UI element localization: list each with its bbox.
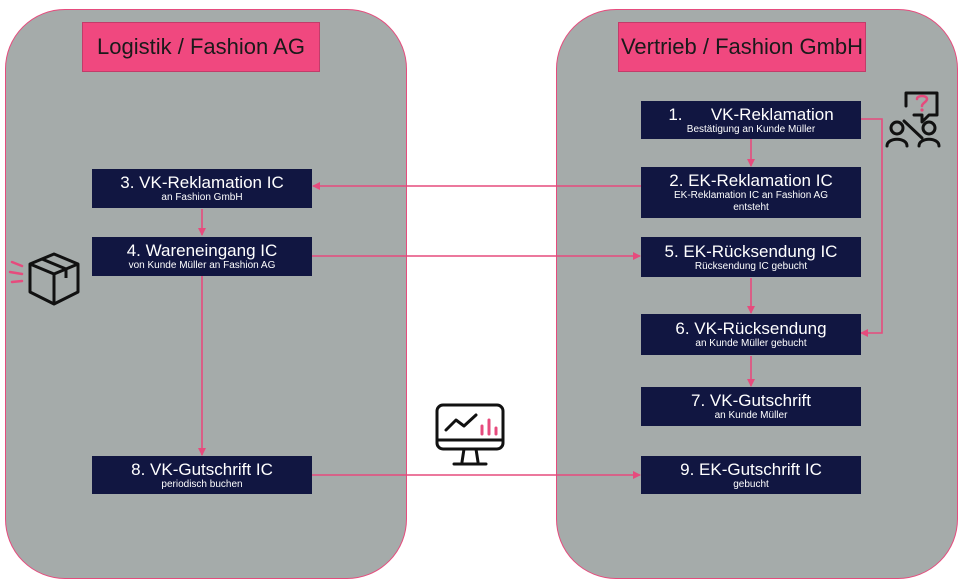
step-5-subtitle: Rücksendung IC gebucht bbox=[694, 260, 808, 272]
step-5-title: 5. EK-Rücksendung IC bbox=[664, 241, 838, 261]
monitor-chart-icon bbox=[435, 403, 505, 466]
package-icon bbox=[8, 252, 80, 306]
step-6-vk-ruecksendung: 6. VK-Rücksendung an Kunde Müller gebuch… bbox=[641, 314, 861, 355]
step-2-title: 2. EK-Reklamation IC bbox=[669, 171, 833, 190]
step-4-wareneingang-ic: 4. Wareneingang IC von Kunde Müller an F… bbox=[92, 237, 312, 276]
step-1-vk-reklamation: 1. VK-Reklamation Bestätigung an Kunde M… bbox=[641, 101, 861, 139]
step-6-title: 6. VK-Rücksendung bbox=[675, 319, 827, 338]
step-2-subtitle: EK-Reklamation IC an Fashion AG bbox=[674, 190, 828, 201]
step-1-subtitle: Bestätigung an Kunde Müller bbox=[686, 123, 816, 135]
people-question-icon bbox=[885, 91, 941, 148]
step-2-ek-reklamation-ic: 2. EK-Reklamation IC EK-Reklamation IC a… bbox=[641, 167, 861, 218]
step-3-vk-reklamation-ic: 3. VK-Reklamation IC an Fashion GmbH bbox=[92, 169, 312, 208]
step-3-subtitle: an Fashion GmbH bbox=[161, 192, 243, 203]
step-5-ek-ruecksendung-ic: 5. EK-Rücksendung IC Rücksendung IC gebu… bbox=[641, 237, 861, 277]
step-2-subtitle-2: entsteht bbox=[733, 202, 769, 213]
step-9-subtitle: gebucht bbox=[733, 478, 769, 490]
arrow-1-to-6 bbox=[860, 118, 883, 337]
step-8-title: 8. VK-Gutschrift IC bbox=[131, 459, 273, 479]
step-7-vk-gutschrift: 7. VK-Gutschrift an Kunde Müller bbox=[641, 387, 861, 426]
panel-title-vertrieb: Vertrieb / Fashion GmbH bbox=[618, 22, 866, 72]
step-9-ek-gutschrift-ic: 9. EK-Gutschrift IC gebucht bbox=[641, 456, 861, 494]
step-7-subtitle: an Kunde Müller bbox=[714, 410, 788, 421]
step-7-title: 7. VK-Gutschrift bbox=[691, 391, 811, 410]
step-1-title: 1. VK-Reklamation bbox=[668, 104, 834, 124]
step-4-subtitle: von Kunde Müller an Fashion AG bbox=[128, 260, 276, 271]
step-9-title: 9. EK-Gutschrift IC bbox=[680, 459, 822, 479]
panel-title-logistik: Logistik / Fashion AG bbox=[82, 22, 320, 72]
step-4-title: 4. Wareneingang IC bbox=[126, 241, 278, 260]
step-8-subtitle: periodisch buchen bbox=[161, 478, 243, 490]
step-3-title: 3. VK-Reklamation IC bbox=[120, 173, 284, 192]
step-8-vk-gutschrift-ic: 8. VK-Gutschrift IC periodisch buchen bbox=[92, 456, 312, 494]
step-6-subtitle: an Kunde Müller gebucht bbox=[695, 338, 807, 349]
